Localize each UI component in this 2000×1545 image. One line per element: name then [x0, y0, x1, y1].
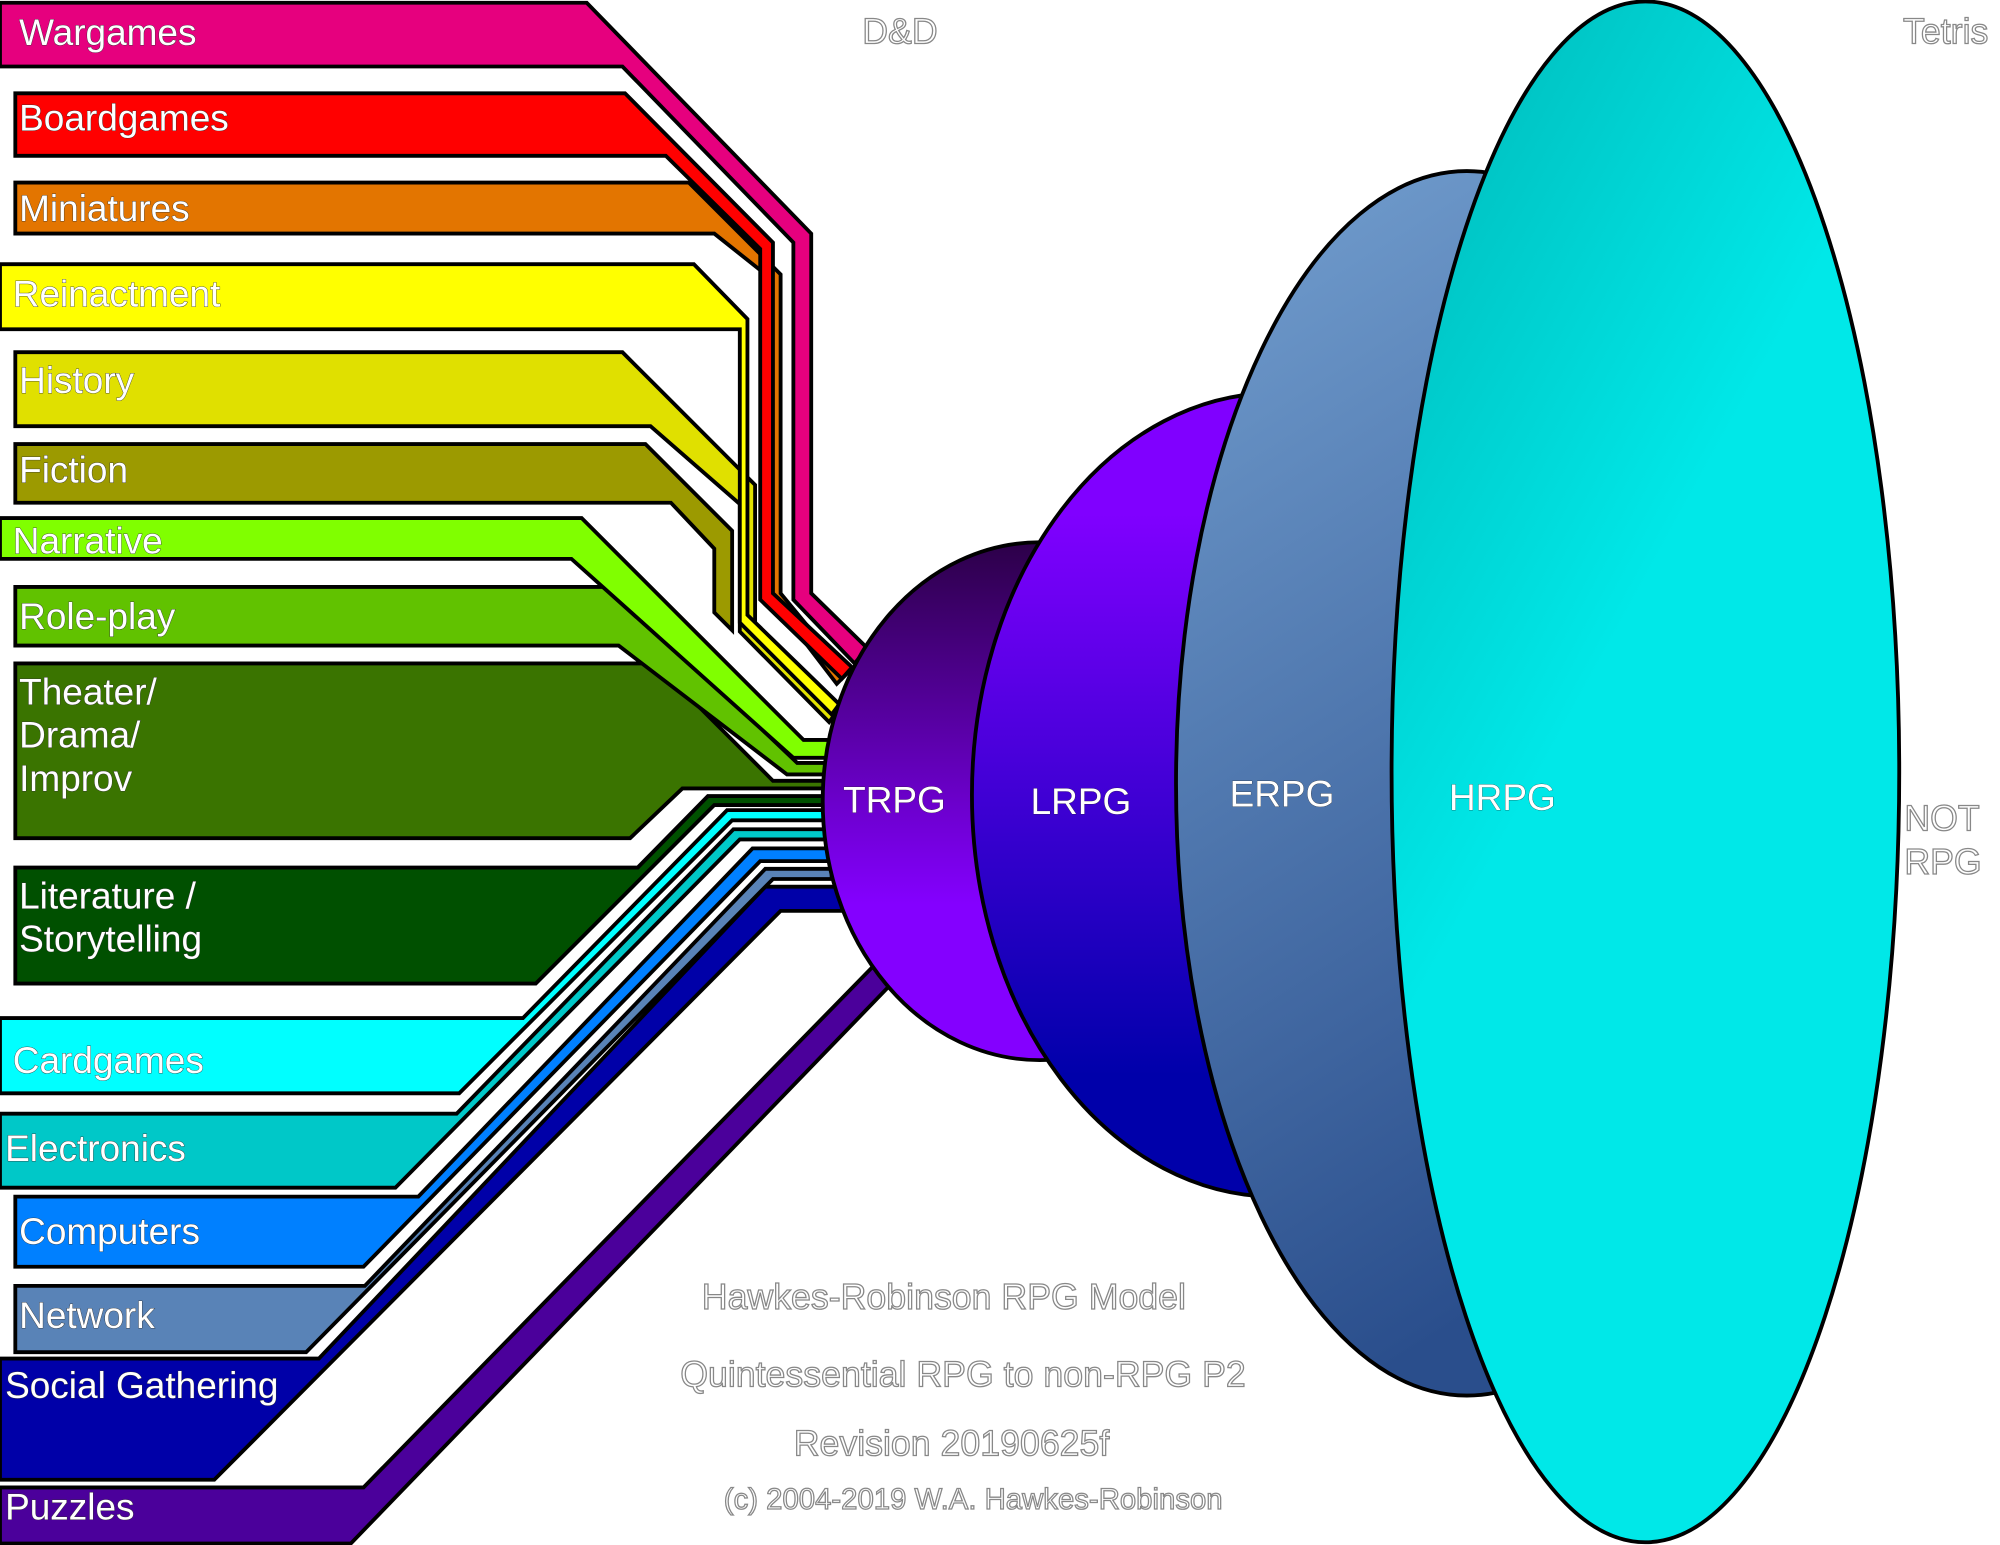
band-label: Storytelling	[19, 919, 202, 960]
ring-label-erpg: ERPG	[1230, 773, 1335, 814]
band-label: Improv	[19, 758, 132, 799]
ring-label-lrpg: LRPG	[1031, 781, 1132, 822]
band-wargames: Wargames	[0, 0, 870, 667]
band-label: Social Gathering	[5, 1365, 278, 1406]
band-shape	[13, 350, 840, 726]
not-rpg-label-1: NOT	[1904, 799, 1979, 839]
rpg-rings: TRPG LRPG ERPG HRPG	[820, 0, 1902, 1544]
band-label: Electronics	[5, 1128, 186, 1169]
band-miniatures: Miniatures	[13, 180, 850, 687]
band-shape	[13, 442, 735, 635]
band-label: Network	[19, 1295, 155, 1336]
band-label: Miniatures	[19, 188, 190, 229]
category-bands: Puzzles Social Gathering Network Computers E…	[0, 0, 896, 1545]
ring-label-trpg: TRPG	[843, 780, 946, 821]
band-fiction: Fiction	[13, 442, 735, 635]
band-label: Puzzles	[5, 1486, 134, 1527]
band-label: Fiction	[19, 449, 128, 490]
band-label: Reinactment	[13, 273, 221, 314]
credits-title: Hawkes-Robinson RPG Model	[702, 1277, 1186, 1317]
band-label: Computers	[19, 1211, 200, 1252]
band-shape	[13, 180, 850, 687]
ring-hrpg	[1389, 0, 1902, 1544]
band-history: History	[13, 350, 840, 726]
axis-right-label: Tetris	[1903, 12, 1988, 52]
ring-label-hrpg: HRPG	[1449, 777, 1556, 818]
band-label: Theater/	[19, 671, 157, 712]
band-label: Narrative	[13, 521, 163, 562]
band-label: Boardgames	[19, 97, 229, 138]
credits-subtitle: Quintessential RPG to non-RPG P2	[680, 1355, 1246, 1395]
band-label: Cardgames	[13, 1040, 204, 1081]
credits-revision: Revision 20190625f	[794, 1424, 1110, 1464]
band-label: History	[19, 360, 135, 401]
band-label: Role-play	[19, 596, 176, 637]
not-rpg-label-2: RPG	[1904, 842, 1981, 882]
band-network: Network	[13, 866, 834, 1355]
band-boardgames: Boardgames	[13, 91, 855, 682]
band-label: Wargames	[19, 12, 196, 53]
band-narrative: Narrative	[0, 516, 834, 760]
band-social-gathering: Social Gathering	[0, 884, 844, 1482]
band-label: Literature /	[19, 875, 196, 916]
band-shape	[13, 91, 855, 682]
band-computers: Computers	[13, 846, 834, 1269]
band-label: Drama/	[19, 715, 141, 756]
band-theater-drama-improv: Theater/Drama/Improv	[13, 661, 834, 841]
axis-left-label: D&D	[862, 12, 937, 52]
credits-copyright: (c) 2004-2019 W.A. Hawkes-Robinson	[724, 1483, 1223, 1516]
